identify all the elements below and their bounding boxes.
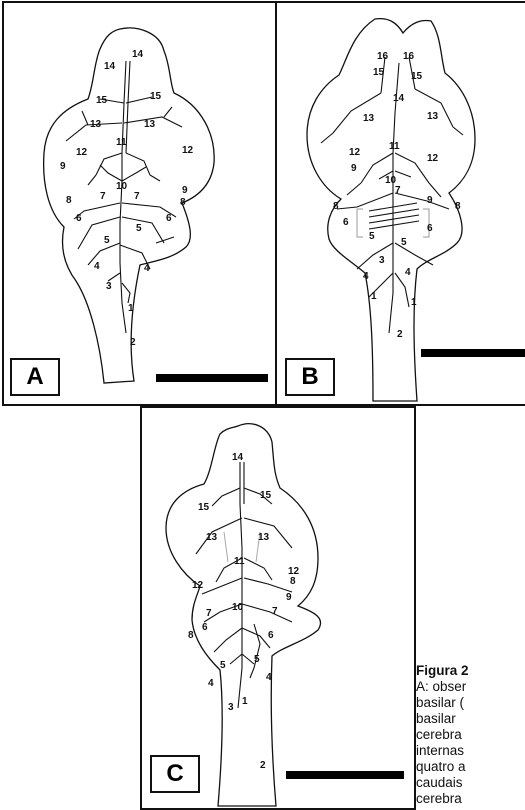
svg-text:14: 14 — [393, 93, 405, 104]
svg-text:13: 13 — [427, 111, 439, 122]
svg-text:15: 15 — [411, 71, 423, 82]
scale-bar-a — [156, 374, 268, 382]
svg-text:6: 6 — [202, 622, 208, 633]
svg-text:7: 7 — [272, 606, 278, 617]
svg-text:12: 12 — [427, 153, 439, 164]
svg-text:5: 5 — [254, 654, 260, 665]
svg-text:13: 13 — [90, 119, 102, 130]
svg-text:10: 10 — [232, 602, 244, 613]
svg-text:9: 9 — [427, 195, 433, 206]
caption-line-1: A: obser — [416, 679, 525, 695]
svg-text:16: 16 — [377, 51, 389, 62]
svg-text:8: 8 — [455, 201, 461, 212]
svg-text:5: 5 — [369, 231, 375, 242]
svg-text:4: 4 — [266, 672, 272, 683]
caption-title: Figura 2 — [416, 663, 525, 679]
caption-line-7: caudais — [416, 775, 525, 791]
svg-text:3: 3 — [379, 255, 385, 266]
svg-text:3: 3 — [106, 281, 112, 292]
caption-line-3: basilar — [416, 711, 525, 727]
caption-line-4: cerebra — [416, 727, 525, 743]
svg-text:14: 14 — [232, 452, 244, 463]
svg-text:7: 7 — [134, 191, 140, 202]
svg-text:6: 6 — [268, 630, 274, 641]
svg-text:13: 13 — [363, 113, 375, 124]
caption-line-8: cerebra — [416, 791, 525, 807]
svg-text:5: 5 — [401, 237, 407, 248]
svg-text:12: 12 — [182, 145, 194, 156]
svg-text:11: 11 — [234, 556, 245, 567]
svg-text:13: 13 — [206, 532, 218, 543]
svg-text:6: 6 — [427, 223, 433, 234]
svg-text:11: 11 — [116, 137, 127, 148]
svg-text:2: 2 — [397, 329, 403, 340]
panel-label-c: C — [150, 755, 200, 793]
svg-text:1: 1 — [411, 297, 417, 308]
svg-text:9: 9 — [60, 161, 66, 172]
svg-text:1: 1 — [128, 303, 134, 314]
svg-text:16: 16 — [403, 51, 415, 62]
svg-text:11: 11 — [389, 141, 400, 152]
scale-bar-c — [286, 771, 404, 779]
svg-text:1: 1 — [371, 291, 377, 302]
svg-text:12: 12 — [192, 580, 204, 591]
svg-text:5: 5 — [220, 660, 226, 671]
svg-text:5: 5 — [104, 235, 110, 246]
svg-text:10: 10 — [116, 181, 128, 192]
svg-text:13: 13 — [258, 532, 270, 543]
caption-line-2: basilar ( — [416, 695, 525, 711]
svg-text:4: 4 — [208, 678, 214, 689]
svg-text:1: 1 — [242, 696, 248, 707]
svg-text:6: 6 — [343, 217, 349, 228]
svg-text:6: 6 — [76, 213, 82, 224]
svg-text:5: 5 — [136, 223, 142, 234]
svg-text:15: 15 — [150, 91, 162, 102]
svg-text:14: 14 — [104, 61, 116, 72]
svg-text:15: 15 — [260, 490, 272, 501]
svg-text:8: 8 — [333, 201, 339, 212]
svg-text:4: 4 — [405, 267, 411, 278]
caption-line-5: internas — [416, 743, 525, 759]
scale-bar-b — [421, 349, 525, 357]
svg-text:2: 2 — [260, 760, 266, 771]
svg-text:4: 4 — [94, 261, 100, 272]
svg-text:13: 13 — [144, 119, 156, 130]
svg-text:3: 3 — [228, 702, 234, 713]
svg-text:2: 2 — [130, 337, 136, 348]
svg-text:9: 9 — [286, 592, 292, 603]
svg-text:9: 9 — [351, 163, 357, 174]
svg-text:6: 6 — [166, 213, 172, 224]
svg-text:8: 8 — [188, 630, 194, 641]
svg-text:12: 12 — [76, 147, 88, 158]
panel-label-a: A — [10, 358, 60, 396]
svg-text:7: 7 — [100, 191, 106, 202]
svg-text:14: 14 — [132, 49, 144, 60]
svg-text:15: 15 — [198, 502, 210, 513]
svg-text:15: 15 — [373, 67, 385, 78]
svg-text:7: 7 — [206, 608, 212, 619]
figure-caption: Figura 2 A: obser basilar ( basilar cere… — [416, 663, 525, 807]
svg-text:7: 7 — [395, 185, 401, 196]
svg-text:8: 8 — [66, 195, 72, 206]
svg-text:15: 15 — [96, 95, 108, 106]
svg-text:9: 9 — [182, 185, 188, 196]
svg-text:8: 8 — [290, 576, 296, 587]
panel-label-b: B — [285, 358, 335, 396]
svg-text:12: 12 — [349, 147, 361, 158]
svg-text:4: 4 — [144, 263, 150, 274]
caption-line-6: quatro a — [416, 759, 525, 775]
svg-text:8: 8 — [180, 197, 186, 208]
svg-text:4: 4 — [363, 271, 369, 282]
